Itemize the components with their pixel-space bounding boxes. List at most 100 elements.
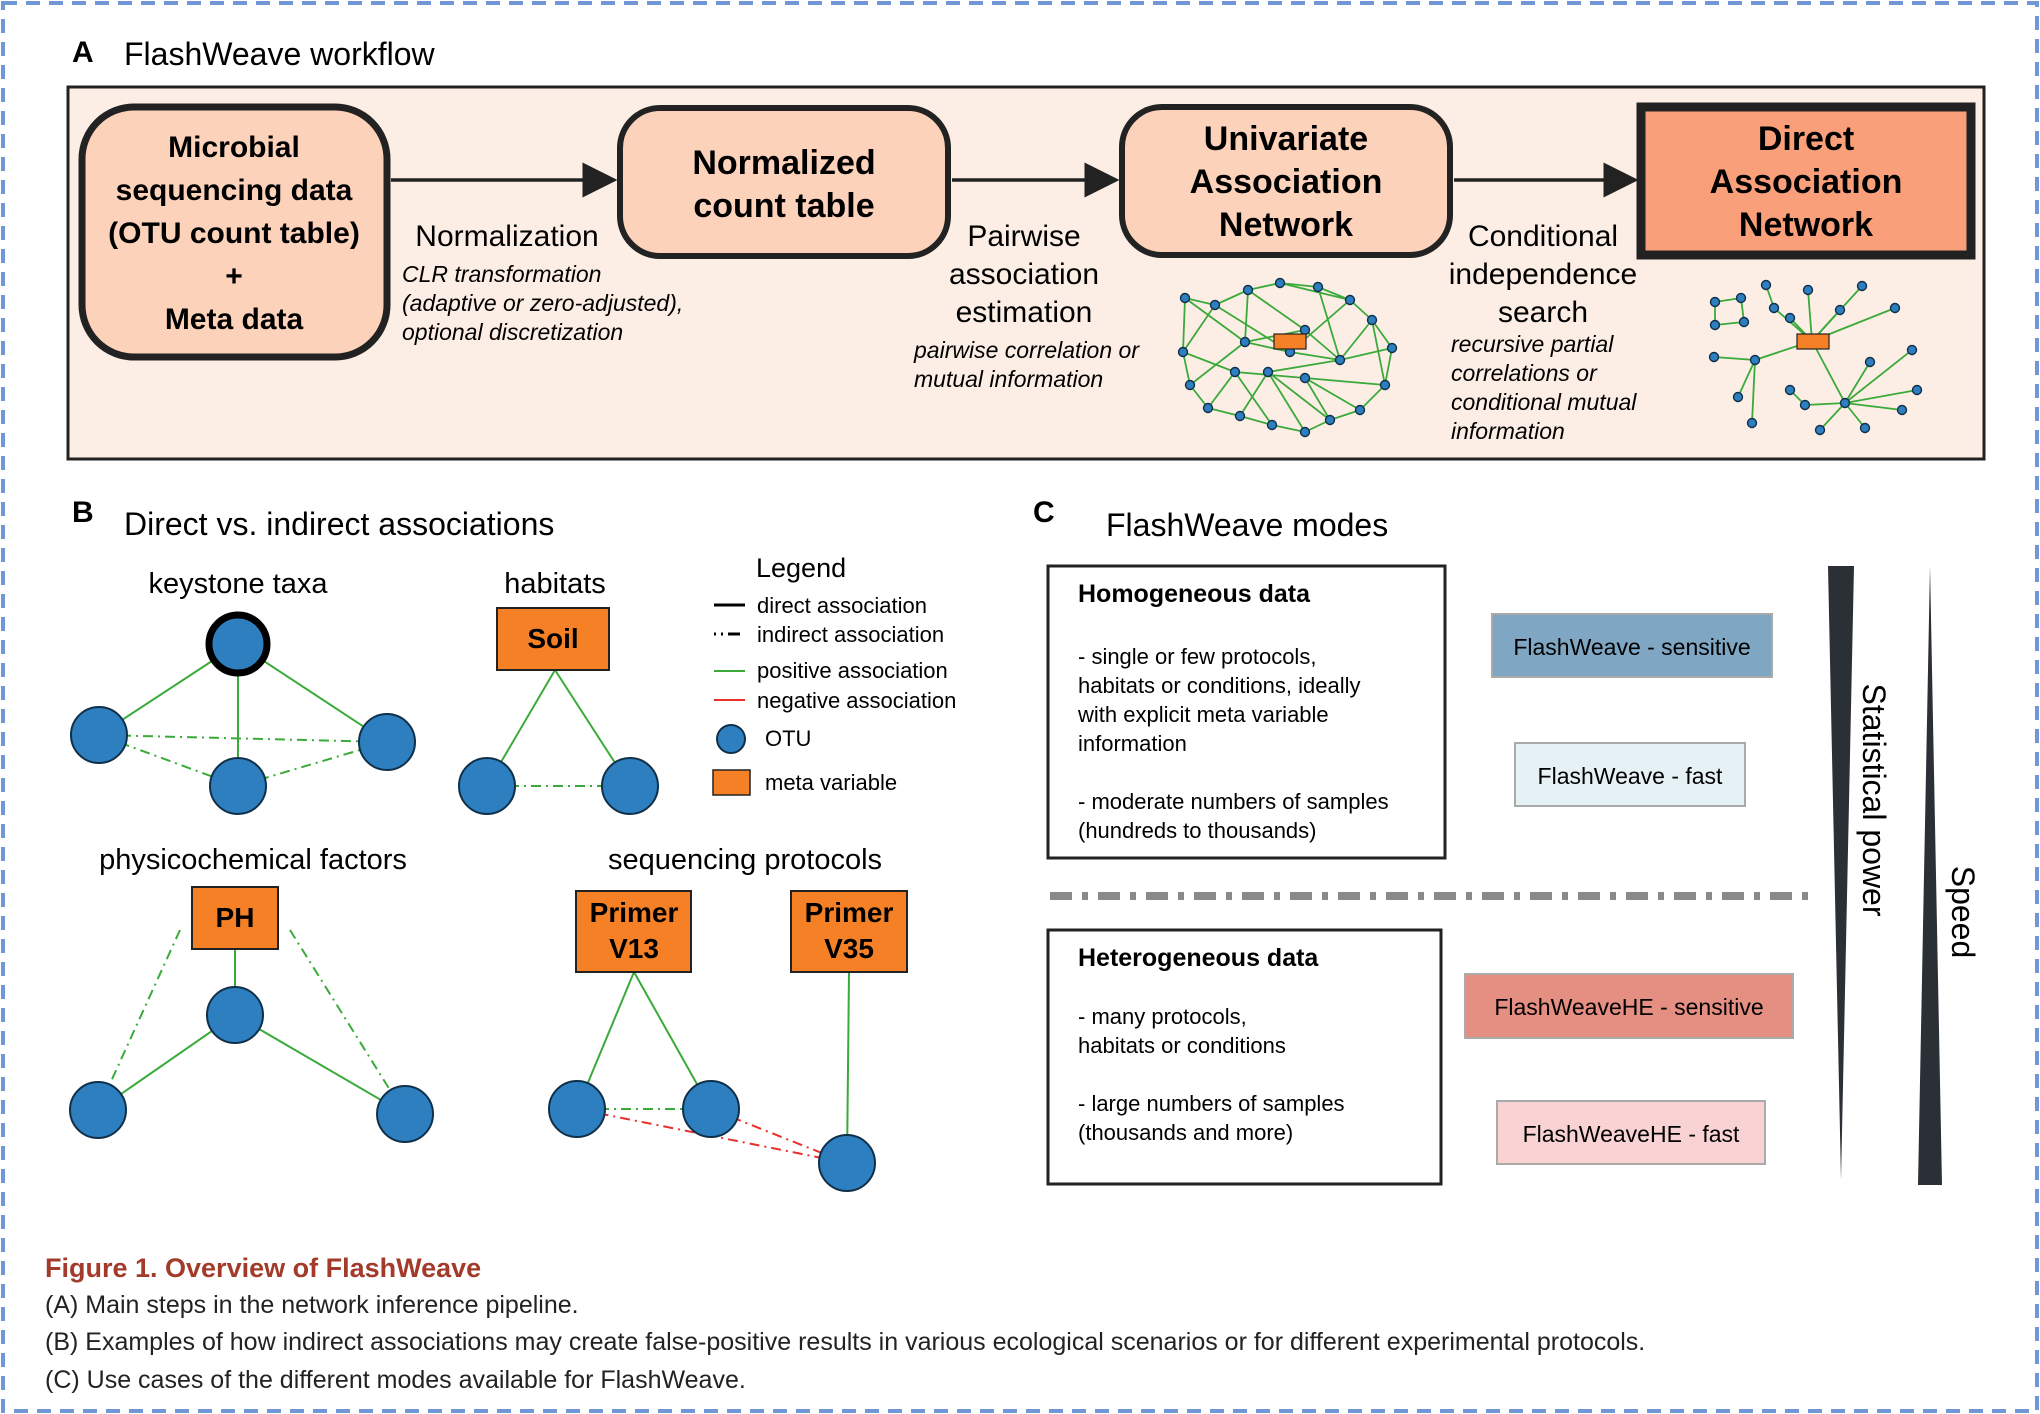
keystone-network — [70, 611, 416, 815]
legend-title: Legend — [756, 553, 846, 583]
svg-text:sequencing data: sequencing data — [116, 174, 353, 207]
mode-flashweavehe-fast-label: FlashWeaveHE - fast — [1523, 1121, 1740, 1147]
svg-text:(C) Use cases of the different: (C) Use cases of the different modes ava… — [45, 1366, 746, 1394]
heterogeneous-box — [1046, 928, 1443, 1186]
habitats-network — [458, 607, 659, 815]
svg-text:Conditional: Conditional — [1468, 220, 1618, 253]
svg-text:OTU: OTU — [765, 726, 811, 751]
panel-a-title: FlashWeave workflow — [124, 36, 436, 72]
statistical-power-label: Statistical power — [1856, 684, 1892, 917]
panel-b-title: Direct vs. indirect associations — [124, 506, 554, 542]
mode-flashweavehe-sensitive-label: FlashWeaveHE - sensitive — [1494, 994, 1763, 1020]
panel-c-title: FlashWeave modes — [1106, 507, 1388, 543]
speed-wedge — [1918, 566, 1942, 1185]
ph-label: PH — [216, 902, 255, 933]
pairwise-title: Pairwise association estimation — [949, 220, 1099, 329]
panel-a-letter: A — [72, 36, 94, 69]
svg-text:positive association: positive association — [757, 658, 948, 683]
heterogeneous-title: Heterogeneous data — [1078, 944, 1319, 972]
normalization-title: Normalization — [415, 220, 598, 253]
keystone-label: keystone taxa — [149, 568, 329, 600]
protocols-label: sequencing protocols — [608, 844, 882, 876]
conditional-title: Conditional independence search — [1449, 220, 1638, 329]
svg-text:Network: Network — [1739, 206, 1873, 244]
svg-text:Direct: Direct — [1758, 120, 1854, 158]
conditional-detail: recursive partial correlations or condit… — [1451, 331, 1637, 444]
svg-text:- single or few protocols,: - single or few protocols, — [1078, 644, 1316, 669]
svg-text:Association: Association — [1190, 163, 1383, 201]
primer-v35-label: Primer V35 — [805, 897, 894, 964]
svg-text:CLR transformation: CLR transformation — [402, 261, 601, 287]
normalization-detail: CLR transformation (adaptive or zero-adj… — [402, 261, 683, 345]
svg-text:(A) Main steps in the network: (A) Main steps in the network inference … — [45, 1291, 579, 1319]
caption-title: Figure 1. Overview of FlashWeave — [45, 1253, 481, 1283]
svg-text:meta variable: meta variable — [765, 770, 897, 795]
soil-label: Soil — [527, 623, 578, 654]
sequencing-data-box — [78, 103, 391, 361]
normalized-count-label: Normalized count table — [692, 144, 875, 225]
mode-flashweave-fast-label: FlashWeave - fast — [1538, 763, 1724, 789]
mode-flashweave-sensitive-label: FlashWeave - sensitive — [1513, 634, 1750, 660]
svg-text:Primer: Primer — [805, 897, 894, 928]
legend: Legend direct association indirect assoc… — [712, 553, 956, 796]
svg-text:estimation: estimation — [956, 296, 1093, 329]
svg-text:Pairwise: Pairwise — [967, 220, 1080, 253]
svg-text:(hundreds to thousands): (hundreds to thousands) — [1078, 818, 1317, 843]
svg-text:(OTU count table): (OTU count table) — [108, 217, 360, 250]
svg-text:independence: independence — [1449, 258, 1638, 291]
svg-text:conditional mutual: conditional mutual — [1451, 389, 1637, 415]
svg-text:Association: Association — [1710, 163, 1903, 201]
univariate-mini-network — [1177, 277, 1398, 438]
svg-text:correlations or: correlations or — [1451, 360, 1598, 386]
svg-text:search: search — [1498, 296, 1588, 329]
svg-text:information: information — [1078, 731, 1187, 756]
svg-text:association: association — [949, 258, 1099, 291]
homogeneous-description: - single or few protocols, habitats or c… — [1077, 644, 1389, 843]
direct-network-label: Direct Association Network — [1710, 120, 1903, 244]
svg-text:(B) Examples of how indirect a: (B) Examples of how indirect association… — [45, 1328, 1645, 1356]
svg-text:negative association: negative association — [757, 688, 956, 713]
svg-text:Microbial: Microbial — [168, 131, 300, 164]
svg-text:habitats or conditions, ideall: habitats or conditions, ideally — [1078, 673, 1361, 698]
sequencing-data-label: Microbial sequencing data (OTU count tab… — [108, 131, 360, 336]
protocols-network — [548, 890, 908, 1192]
mode-flashweave-sensitive — [1491, 613, 1773, 678]
mode-flashweave-fast — [1514, 742, 1746, 807]
pairwise-detail: pairwise correlation or mutual informati… — [913, 337, 1140, 392]
svg-text:- moderate numbers of samples: - moderate numbers of samples — [1078, 789, 1389, 814]
svg-text:information: information — [1451, 418, 1565, 444]
svg-text:habitats or conditions: habitats or conditions — [1078, 1033, 1286, 1058]
physico-network — [69, 886, 434, 1143]
normalized-count-box — [617, 105, 951, 259]
svg-text:Network: Network — [1219, 206, 1353, 244]
speed-label: Speed — [1945, 866, 1981, 959]
svg-text:recursive partial: recursive partial — [1451, 331, 1614, 357]
svg-text:(adaptive or zero-adjusted),: (adaptive or zero-adjusted), — [402, 290, 683, 316]
panel-c-letter: C — [1033, 496, 1055, 529]
svg-text:- many protocols,: - many protocols, — [1078, 1004, 1247, 1029]
svg-text:(thousands and more): (thousands and more) — [1078, 1120, 1293, 1145]
svg-text:Meta data: Meta data — [165, 303, 304, 336]
caption-lines: (A) Main steps in the network inference … — [45, 1291, 1645, 1394]
panel-b-letter: B — [72, 496, 94, 529]
svg-text:pairwise correlation or: pairwise correlation or — [913, 337, 1140, 363]
svg-text:mutual information: mutual information — [914, 366, 1103, 392]
mode-flashweavehe-sensitive — [1464, 973, 1794, 1039]
direct-network-box — [1636, 102, 1976, 260]
svg-text:indirect association: indirect association — [757, 622, 944, 647]
svg-text:optional discretization: optional discretization — [402, 319, 623, 345]
homogeneous-box — [1046, 564, 1447, 860]
physico-label: physicochemical factors — [99, 844, 407, 876]
svg-text:V35: V35 — [824, 933, 874, 964]
direct-mini-network — [1708, 279, 1923, 436]
svg-text:with explicit meta variable: with explicit meta variable — [1077, 702, 1329, 727]
svg-text:Univariate: Univariate — [1204, 120, 1368, 158]
svg-text:count table: count table — [693, 187, 874, 225]
primer-v13-label: Primer V13 — [590, 897, 679, 964]
svg-text:direct association: direct association — [757, 593, 927, 618]
univariate-network-label: Univariate Association Network — [1190, 120, 1383, 244]
univariate-network-box — [1119, 104, 1453, 258]
homogeneous-title: Homogeneous data — [1078, 580, 1311, 608]
